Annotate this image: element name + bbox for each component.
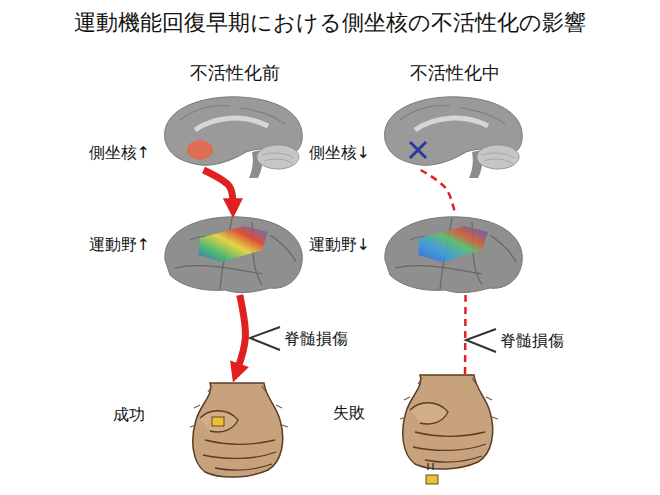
column-header: 不活性化前 xyxy=(190,62,280,84)
illustration-node: 側坐核↑ xyxy=(160,95,305,170)
connector-arrow xyxy=(238,295,246,368)
food-pellet xyxy=(212,417,224,426)
accumbens-active xyxy=(187,140,213,160)
motor-label: 運動野↓ xyxy=(309,235,370,254)
outcome-label: 失敗 xyxy=(333,403,365,422)
food-pellet xyxy=(426,475,438,484)
illustration-node: 成功 xyxy=(185,380,285,480)
brain-medial xyxy=(385,97,523,178)
lesion-marker xyxy=(466,329,496,352)
illustration-node: 運動野↑ xyxy=(160,215,305,295)
column-header: 不活性化中 xyxy=(410,62,500,84)
motor-cortex-inactive xyxy=(418,226,488,262)
accumbens-label: 側坐核↑ xyxy=(89,143,150,162)
hand-grasp xyxy=(190,383,288,477)
lesion-label: 脊髄損傷 xyxy=(284,329,348,348)
connector-arrow xyxy=(204,170,233,203)
connector-arrow xyxy=(464,295,467,378)
lesion-label: 脊髄損傷 xyxy=(500,331,564,350)
lesion-marker xyxy=(250,327,280,350)
outcome-label: 成功 xyxy=(113,405,145,424)
illustration-node: 側坐核↓ xyxy=(380,95,525,170)
brain-lateral xyxy=(385,217,522,293)
connector-arrow xyxy=(421,170,456,215)
motor-label: 運動野↑ xyxy=(89,235,150,254)
motor-cortex-active xyxy=(198,226,268,262)
drop-motion xyxy=(428,463,433,470)
figure-title: 運動機能回復早期における側坐核の不活性化の影響 xyxy=(74,10,586,36)
brain-medial xyxy=(165,97,303,178)
brain-lateral xyxy=(165,217,302,293)
hand-fail xyxy=(400,375,498,469)
illustration-node: 失敗 xyxy=(395,378,495,473)
inactivation-cross xyxy=(410,142,426,158)
illustration-node: 運動野↓ xyxy=(380,215,525,295)
accumbens-label: 側坐核↓ xyxy=(309,143,370,162)
